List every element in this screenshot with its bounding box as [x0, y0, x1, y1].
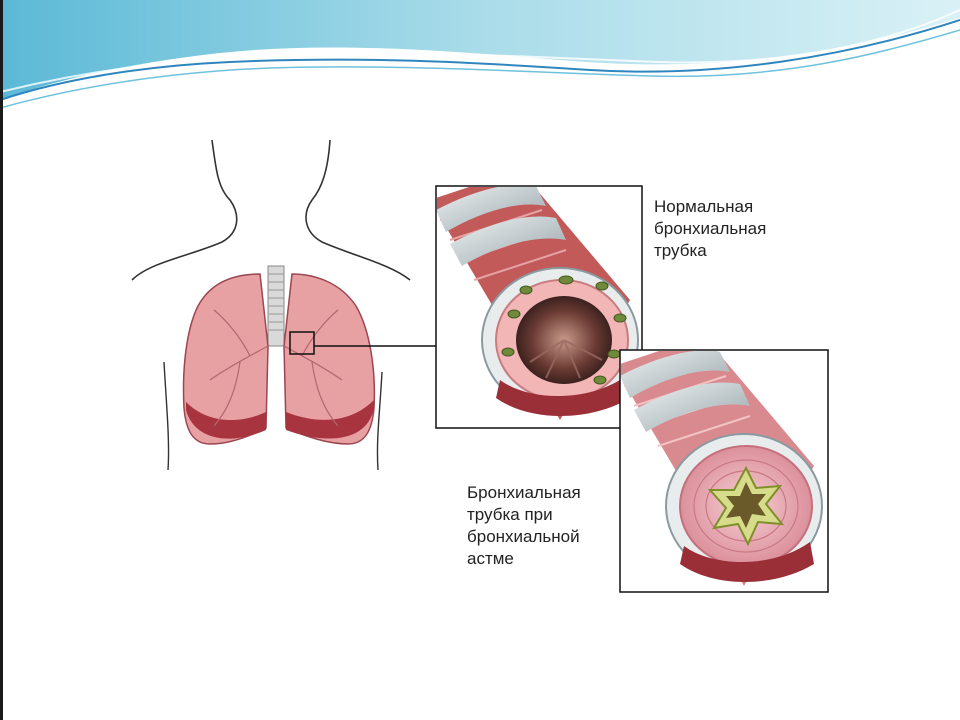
asthma-bronchus-label: Бронхиальная трубка при бронхиальной аст… [467, 483, 581, 568]
normal-bronchus-label: Нормальная бронхиальная трубка [654, 197, 767, 260]
slide-left-border [0, 0, 3, 720]
asthma-bronchus-illustration-icon [619, 349, 829, 593]
bronchus-figure [131, 140, 829, 593]
torso-lungs-illustration-icon [131, 140, 436, 471]
normal-bronchus-illustration-icon [435, 185, 643, 429]
wave-decoration-icon [0, 0, 960, 109]
